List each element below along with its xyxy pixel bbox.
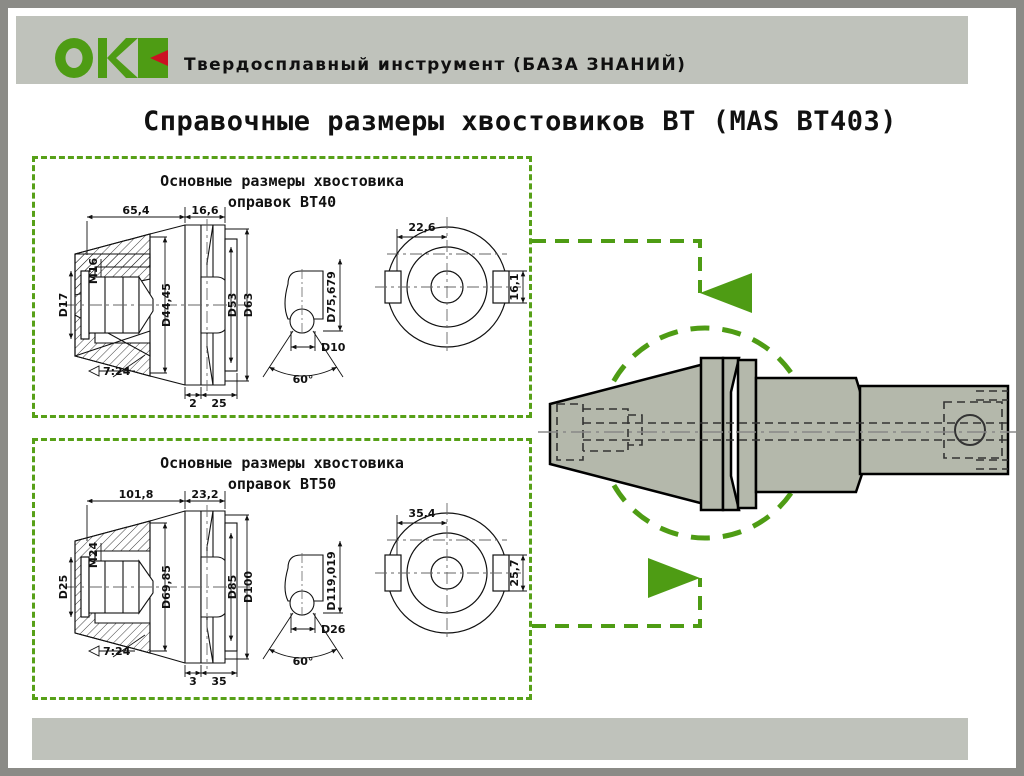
dim-bt40-d17: D17 (57, 293, 70, 317)
dim-bt40-angle: 60° (293, 373, 314, 386)
tool-holder-body (538, 356, 1016, 512)
tool-holder-illustration (532, 239, 1016, 628)
dim-bt40-taper-ratio: 7:24 (103, 365, 131, 378)
bt50-drawing: 101,8 23,2 3 35 D100 D85 D69,85 D25 M24 … (57, 488, 527, 688)
dim-bt50-taper-ratio: 7:24 (103, 645, 131, 658)
bt40-drawing: 65,4 16,6 2 25 D63 D53 D44,45 D17 M16 7:… (57, 204, 527, 410)
dim-bt40-2: 2 (189, 397, 197, 410)
dim-bt40-d4445: D44,45 (160, 283, 173, 327)
dim-bt40-25: 25 (211, 397, 226, 410)
dim-bt50-d26: D26 (321, 623, 346, 636)
dim-bt40-65-4: 65,4 (122, 204, 149, 217)
dim-bt50-23-2: 23,2 (191, 488, 218, 501)
dim-bt40-d63: D63 (242, 293, 255, 317)
dim-bt50-101-8: 101,8 (119, 488, 154, 501)
dim-bt50-25-7: 25,7 (508, 559, 521, 586)
dim-bt50-m24: M24 (87, 542, 100, 569)
dim-bt40-16-1: 16,1 (508, 273, 521, 300)
dim-bt50-d85: D85 (226, 575, 239, 599)
dim-bt40-d75679: D75,679 (325, 271, 338, 323)
oke-logo (54, 36, 172, 80)
dim-bt40-d10: D10 (321, 341, 346, 354)
connector-bottom (532, 558, 702, 628)
dim-bt40-m16: M16 (87, 258, 100, 285)
dim-bt50-d100: D100 (242, 571, 255, 603)
dim-bt50-3: 3 (189, 675, 197, 688)
dim-bt50-35: 35 (211, 675, 226, 688)
dim-bt40-d53: D53 (226, 293, 239, 317)
oke-logo-icon (55, 38, 168, 78)
dim-bt50-d119019: D119,019 (325, 551, 338, 610)
dim-bt40-22-6: 22,6 (408, 221, 435, 234)
header-band (16, 16, 968, 84)
dim-bt40-16-6: 16,6 (191, 204, 218, 217)
footer-band (32, 718, 968, 760)
page-title: Справочные размеры хвостовиков BT (MAS B… (143, 106, 897, 137)
connector-top (532, 239, 752, 313)
dim-bt50-d6985: D69,85 (160, 565, 173, 609)
dim-bt50-d25: D25 (57, 575, 70, 599)
dim-bt50-35-4: 35,4 (408, 507, 435, 520)
header-subtitle: Твердосплавный инструмент (БАЗА ЗНАНИЙ) (184, 55, 687, 75)
dim-bt50-angle: 60° (293, 655, 314, 668)
